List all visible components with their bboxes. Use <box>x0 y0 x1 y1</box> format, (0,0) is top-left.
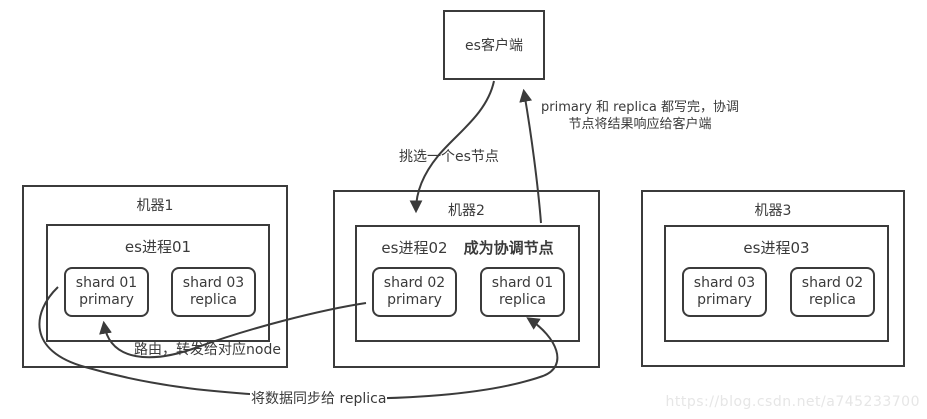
route-annotation: 路由，转发给对应node <box>134 342 281 358</box>
response-annotation: primary 和 replica 都写完，协调 节点将结果响应给客户端 <box>537 100 743 133</box>
shard-role: primary <box>79 292 134 308</box>
shard-role: replica <box>808 292 856 308</box>
coordinating-node-note: 成为协调节点 <box>463 239 554 257</box>
machine-3-process-box: es进程03 shard 03 primary shard 02 replica <box>664 225 889 342</box>
shard-01-replica-box: shard 01 replica <box>480 267 565 317</box>
shard-03-replica-box: shard 03 replica <box>171 267 256 317</box>
shard-name: shard 02 <box>383 274 446 291</box>
csdn-watermark: https://blog.csdn.net/a745233700 <box>665 394 920 410</box>
es-client-box: es客户端 <box>443 10 545 80</box>
shard-name: shard 02 <box>801 274 864 291</box>
response-annotation-line1: primary 和 replica 都写完，协调 <box>541 100 739 115</box>
machine-3-box: 机器3 es进程03 shard 03 primary shard 02 rep… <box>641 190 905 367</box>
machine-2-process-box: es进程02 成为协调节点 shard 02 primary shard 01 … <box>355 225 580 342</box>
machine-2-process-label: es进程02 <box>381 239 448 257</box>
shard-role: replica <box>498 292 546 308</box>
sync-annotation: 将数据同步给 replica <box>250 388 388 408</box>
shard-role: replica <box>189 292 237 308</box>
shard-02-replica-box: shard 02 replica <box>790 267 875 317</box>
machine-3-title: 机器3 <box>754 203 792 219</box>
shard-03-primary-box: shard 03 primary <box>682 267 767 317</box>
machine-1-process-label: es进程01 <box>124 238 192 256</box>
machine-1-process-box: es进程01 shard 01 primary shard 03 replica <box>46 224 270 342</box>
machine-2-title: 机器2 <box>448 203 485 219</box>
machine-1-title: 机器1 <box>136 198 174 214</box>
es-client-label: es客户端 <box>465 38 523 54</box>
machine-2-box: 机器2 es进程02 成为协调节点 shard 02 primary shard… <box>333 190 600 368</box>
shard-name: shard 01 <box>491 274 554 291</box>
machine-3-process-label: es进程03 <box>743 239 810 257</box>
shard-name: shard 03 <box>693 274 756 291</box>
response-annotation-line2: 节点将结果响应给客户端 <box>568 116 712 132</box>
shard-role: primary <box>697 292 752 308</box>
shard-name: shard 01 <box>75 274 138 291</box>
shard-name: shard 03 <box>182 274 245 291</box>
shard-02-primary-box: shard 02 primary <box>372 267 457 317</box>
shard-01-primary-box: shard 01 primary <box>64 267 149 317</box>
shard-role: primary <box>387 292 442 308</box>
pick-node-annotation: 挑选一个es节点 <box>399 149 499 165</box>
